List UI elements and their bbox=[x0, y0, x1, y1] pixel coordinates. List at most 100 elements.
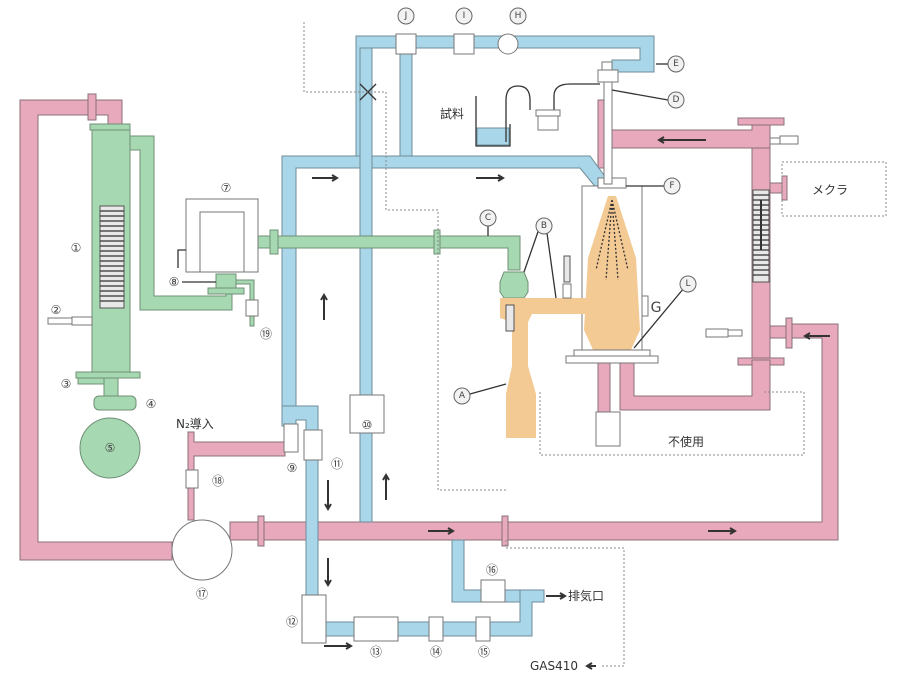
flow-arrow bbox=[476, 174, 505, 182]
svg-text:B: B bbox=[541, 221, 547, 231]
marker-3: ③ bbox=[61, 377, 72, 391]
flow-arrow bbox=[708, 527, 737, 535]
unused-label: 不使用 bbox=[668, 434, 704, 449]
coil-right bbox=[752, 189, 770, 283]
marker-11: ⑪ bbox=[331, 457, 343, 471]
mecra-label: メクラ bbox=[812, 183, 848, 197]
n2-inlet-label: N₂導入 bbox=[176, 417, 214, 431]
filter-18-box bbox=[185, 469, 199, 489]
cyclone-side-sensor-top bbox=[563, 255, 571, 283]
green-circuit bbox=[75, 123, 529, 479]
filter-19-box bbox=[245, 299, 259, 317]
letter-markers: J I H E D F C B L G A bbox=[397, 7, 697, 405]
pink-flange-inlet bbox=[785, 317, 793, 349]
component-16-box bbox=[480, 579, 506, 603]
gas410-label: GAS410 bbox=[530, 659, 578, 673]
mecra-box bbox=[781, 161, 887, 217]
nozzle-cap bbox=[601, 61, 613, 71]
marker-l: L bbox=[679, 275, 697, 293]
green-flange-2 bbox=[433, 229, 441, 255]
component-9-box bbox=[283, 423, 299, 453]
marker-15: ⑮ bbox=[478, 645, 490, 659]
sample-label: 試料 bbox=[440, 106, 464, 121]
pink-flange-top-right bbox=[737, 117, 785, 126]
component-i-box bbox=[453, 33, 475, 55]
svg-text:A: A bbox=[459, 391, 466, 401]
marker-g: G bbox=[651, 300, 662, 316]
pink-flange-bottom-2 bbox=[501, 515, 509, 547]
flow-arrow bbox=[585, 662, 596, 670]
component-12-box bbox=[301, 594, 327, 644]
marker-b: B bbox=[535, 217, 553, 235]
green-flange-1 bbox=[269, 229, 279, 255]
receiving-flask bbox=[79, 417, 141, 479]
flow-arrow bbox=[657, 136, 706, 144]
marker-f: F bbox=[663, 177, 681, 195]
green-flask-flange bbox=[207, 287, 245, 295]
cyclone-side-sensor bbox=[562, 283, 572, 299]
blue-components bbox=[283, 33, 519, 644]
flow-arrow bbox=[324, 558, 332, 587]
pink-n2-line bbox=[187, 431, 286, 521]
marker-9: ⑨ bbox=[287, 461, 298, 475]
cyclone-coil bbox=[505, 304, 515, 332]
pink-pipe-left-loop bbox=[19, 99, 173, 561]
component-13-box bbox=[353, 616, 399, 642]
component-15-box bbox=[475, 616, 491, 642]
flow-arrow bbox=[312, 174, 339, 182]
marker-12: ⑫ bbox=[286, 615, 298, 629]
marker-5: ⑤ bbox=[105, 441, 116, 455]
condenser-side-tab bbox=[77, 377, 105, 385]
drying-chamber bbox=[565, 177, 659, 447]
marker-7: ⑦ bbox=[221, 181, 232, 195]
svg-text:E: E bbox=[673, 59, 679, 69]
pink-pipe-chamber-left bbox=[597, 359, 611, 413]
component-j-box bbox=[395, 33, 417, 55]
leader-lines bbox=[469, 63, 685, 395]
svg-text:C: C bbox=[485, 213, 491, 223]
sample-beaker bbox=[475, 83, 600, 147]
component-14-box bbox=[428, 616, 444, 642]
marker-19: ⑲ bbox=[260, 327, 272, 341]
marker-13: ⑬ bbox=[370, 645, 382, 659]
component-h-circle bbox=[497, 33, 519, 55]
marker-14: ⑭ bbox=[430, 645, 442, 659]
condenser-stopcock bbox=[93, 395, 137, 411]
flow-arrow bbox=[324, 642, 353, 650]
cyclone bbox=[500, 255, 588, 438]
flow-arrow bbox=[382, 473, 390, 500]
sensor-left-stub bbox=[71, 316, 93, 326]
flow-arrows bbox=[312, 136, 830, 670]
green-cyclone-head bbox=[499, 271, 529, 299]
marker-j: J bbox=[397, 7, 415, 25]
sensor-left bbox=[47, 317, 73, 325]
marker-10: ⑩ bbox=[362, 418, 373, 432]
marker-h: H bbox=[509, 7, 527, 25]
condenser-base-flange bbox=[75, 371, 141, 379]
sensor-top-right-body bbox=[779, 135, 799, 145]
marker-16: ⑯ bbox=[486, 563, 498, 577]
number-markers: ① ② ③ ④ ⑤ ⑦ ⑧ ⑨ ⑩ ⑪ ⑫ ⑬ ⑭ ⑮ ⑯ ⑰ ⑱ ⑲ bbox=[51, 181, 498, 659]
svg-text:F: F bbox=[669, 181, 674, 191]
blue-pipe-vertical-center bbox=[359, 47, 373, 523]
marker-d: D bbox=[667, 91, 685, 109]
pink-flange-top-left bbox=[87, 93, 97, 121]
nozzle-fitting bbox=[597, 69, 619, 83]
sensor-right-mid bbox=[705, 328, 729, 338]
marker-i: I bbox=[455, 7, 473, 25]
pink-pipe-chamber-bottom bbox=[619, 359, 771, 411]
svg-text:J: J bbox=[404, 11, 408, 21]
flow-arrow bbox=[428, 527, 455, 535]
component-10-box bbox=[349, 394, 385, 434]
marker-a: A bbox=[453, 387, 471, 405]
marker-4: ④ bbox=[146, 397, 157, 411]
flow-arrow bbox=[324, 480, 332, 511]
svg-text:G: G bbox=[651, 300, 662, 316]
pink-flange-bottom-1 bbox=[257, 515, 265, 547]
sensors bbox=[705, 135, 799, 338]
blue-pipe-drop-j bbox=[399, 47, 413, 159]
exhaust-label: 排気口 bbox=[568, 588, 604, 603]
svg-text:D: D bbox=[673, 95, 680, 105]
svg-text:I: I bbox=[463, 11, 466, 21]
